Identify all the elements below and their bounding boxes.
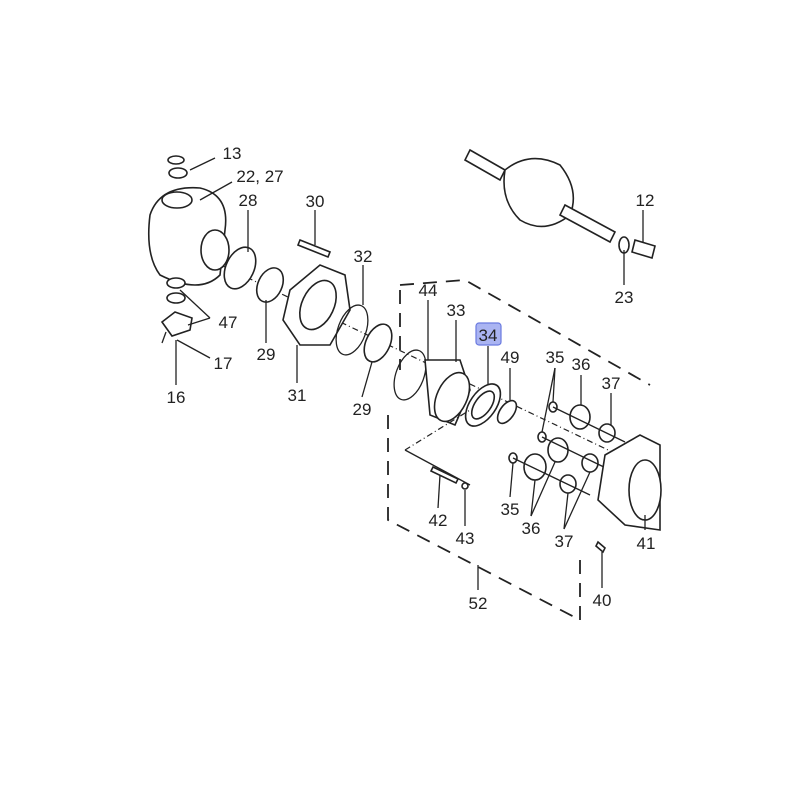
label-43[interactable]: 43 (456, 529, 475, 548)
plate-part-49 (496, 399, 518, 425)
label-33[interactable]: 33 (447, 301, 466, 320)
label-13[interactable]: 13 (223, 144, 242, 163)
label-12[interactable]: 12 (636, 191, 655, 210)
label-29-right[interactable]: 29 (353, 400, 372, 419)
part-40 (595, 540, 606, 554)
bearing-part-29b (363, 323, 393, 363)
bolt-part-30 (296, 238, 332, 259)
label-37-lower[interactable]: 37 (555, 532, 574, 551)
label-44[interactable]: 44 (419, 281, 438, 300)
label-31[interactable]: 31 (288, 386, 307, 405)
label-35-upper[interactable]: 35 (546, 348, 565, 367)
planet-gears (508, 401, 626, 496)
label-35-lower[interactable]: 35 (501, 500, 520, 519)
label-36-upper[interactable]: 36 (572, 355, 591, 374)
label-41[interactable]: 41 (637, 534, 656, 553)
bearing-part-29 (255, 267, 285, 303)
label-28[interactable]: 28 (239, 191, 258, 210)
label-47[interactable]: 47 (219, 313, 238, 332)
part-43 (461, 482, 469, 490)
knuckle-housing-part (147, 155, 230, 344)
label-36-lower[interactable]: 36 (522, 519, 541, 538)
label-22-27[interactable]: 22, 27 (236, 167, 283, 186)
label-49[interactable]: 49 (501, 348, 520, 367)
highlighted-part-34-box[interactable] (475, 322, 502, 346)
label-30[interactable]: 30 (306, 192, 325, 211)
oring-part-44 (393, 349, 427, 401)
label-29-left[interactable]: 29 (257, 345, 276, 364)
label-17[interactable]: 17 (214, 354, 233, 373)
label-23[interactable]: 23 (615, 288, 634, 307)
pin-part-42 (429, 465, 460, 485)
group-outline-52 (387, 279, 651, 621)
label-16[interactable]: 16 (167, 388, 186, 407)
label-52[interactable]: 52 (469, 594, 488, 613)
oring-part-32 (335, 304, 369, 356)
label-42[interactable]: 42 (429, 511, 448, 530)
seal-part-28 (223, 246, 257, 290)
leader-lines (175, 157, 646, 590)
label-40[interactable]: 40 (593, 591, 612, 610)
label-32[interactable]: 32 (354, 247, 373, 266)
axle-shaft-part (463, 148, 656, 260)
label-37-upper[interactable]: 37 (602, 374, 621, 393)
label-34[interactable]: 34 (479, 326, 498, 345)
